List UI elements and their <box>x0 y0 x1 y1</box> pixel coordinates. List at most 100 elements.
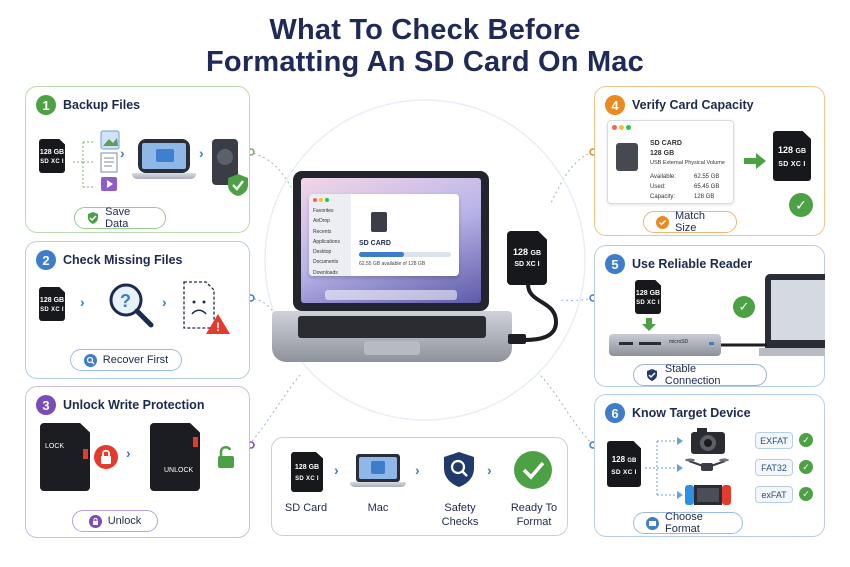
step-header: 5 Use Reliable Reader <box>605 254 752 274</box>
trackpad <box>364 341 420 355</box>
card-reader-icon: microSD <box>609 334 721 356</box>
cap-row-label: Capacity: <box>650 194 676 200</box>
step-header: 4 Verify Card Capacity <box>605 95 754 115</box>
flow-label-sd-card: SD Card <box>284 502 328 514</box>
svg-text:?: ? <box>120 291 131 311</box>
missing-file-icon: ! <box>183 281 230 334</box>
finder-window: Favorites AirDrop Recents Applications D… <box>309 194 459 276</box>
arrow-icon: › <box>334 462 339 478</box>
camera-icon <box>691 428 725 454</box>
arrow-right-icon <box>744 153 766 169</box>
finder-sidebar-item[interactable]: Desktop <box>313 249 332 256</box>
title-line-1: What To Check Before <box>269 14 581 46</box>
pill-label: Recover First <box>102 354 169 366</box>
sd-card-icon: 128 GB SD XC I <box>39 139 65 173</box>
finder-sidebar-item[interactable]: Downloads <box>313 269 338 276</box>
step-header: 3 Unlock Write Protection <box>36 395 204 415</box>
check-icon: ✓ <box>799 487 813 501</box>
finder-sidebar-item[interactable]: AirDrop <box>313 218 330 225</box>
choose-format-pill[interactable]: Choose Format <box>633 511 743 535</box>
check-icon <box>656 215 669 229</box>
branch-lines <box>645 437 683 499</box>
format-tag: exFAT <box>755 486 793 503</box>
laptop-icon <box>356 454 400 482</box>
drive-icon <box>616 143 638 171</box>
check-icon: ✓ <box>799 460 813 474</box>
cap-row-value: 62.55 GB <box>694 174 720 180</box>
finder-sidebar-item[interactable]: Recents <box>313 228 332 235</box>
ready-check-icon <box>514 451 552 489</box>
sd-card-icon: 128 GB SD XC I <box>635 280 661 314</box>
save-data-pill: Save Data <box>74 206 166 230</box>
step-title: Know Target Device <box>632 406 751 420</box>
flow-label-mac: Mac <box>367 502 389 514</box>
step-number: 6 <box>605 403 625 423</box>
dock <box>325 290 457 300</box>
sd-card-locked: LOCK <box>40 423 90 491</box>
step-card-missing-files: 2 Check Missing Files 128 GB SD XC I › ?… <box>25 241 250 379</box>
step-header: 1 Backup Files <box>36 95 140 115</box>
arrow-icon: › <box>80 294 85 310</box>
arrow-icon: › <box>126 445 131 461</box>
sd-volume-icon <box>371 212 387 232</box>
pill-label: Match Size <box>675 210 705 234</box>
pill-label: Save Data <box>105 206 131 230</box>
laptop-base <box>350 482 406 487</box>
shield-check-icon <box>646 369 659 382</box>
magnifier-question-icon: ? <box>109 283 154 328</box>
finder-sidebar-item[interactable]: Documents <box>313 259 339 266</box>
cap-row-value: 65.45 GB <box>694 184 720 190</box>
step-number: 5 <box>605 254 625 274</box>
shield-check-icon <box>228 174 248 196</box>
step-card-reader: 5 Use Reliable Reader 128 GB SD XC I mic… <box>594 245 825 387</box>
laptop-display: Favorites AirDrop Recents Applications D… <box>301 178 481 303</box>
step-title: Use Reliable Reader <box>632 257 753 271</box>
step-header: 2 Check Missing Files <box>36 250 182 270</box>
lock-label: LOCK <box>45 443 65 450</box>
recover-first-pill: Recover First <box>70 349 182 371</box>
stable-connection-pill: Stable Connection <box>633 363 767 387</box>
shield-check-icon <box>87 212 99 225</box>
step-title: Check Missing Files <box>63 253 183 267</box>
center-laptop-base <box>272 311 512 362</box>
step-card-backup: 1 Backup Files 128 GB SD XC I › › Save D… <box>25 86 250 233</box>
format-tag: FAT32 <box>755 459 793 476</box>
step-title: Unlock Write Protection <box>63 398 205 412</box>
center-sd-card: 128 GB SD XC I <box>507 231 547 285</box>
match-size-pill: Match Size <box>643 210 737 234</box>
center-laptop: Favorites AirDrop Recents Applications D… <box>293 171 489 311</box>
sd-card-icon: 128 GB SD XC I <box>291 452 323 492</box>
cap-row-label: Used: <box>650 184 666 190</box>
arrow-down-icon <box>642 318 656 331</box>
svg-text:!: ! <box>216 320 220 334</box>
step-card-unlock: 3 Unlock Write Protection LOCK › UNLOCK … <box>25 386 250 538</box>
lock-icon <box>88 514 102 528</box>
game-console-icon <box>685 485 731 505</box>
step-number: 1 <box>36 95 56 115</box>
locked-icon <box>94 445 118 469</box>
step-title: Verify Card Capacity <box>632 98 754 112</box>
usb-cable <box>721 343 767 347</box>
check-icon: ✓ <box>799 433 813 447</box>
keyboard <box>298 316 486 338</box>
unlocked-icon <box>218 446 234 468</box>
drone-icon <box>685 458 729 471</box>
file-types-icon <box>73 130 120 191</box>
step-number: 4 <box>605 95 625 115</box>
title-line-2: Formatting An SD Card On Mac <box>206 46 644 78</box>
volume-name: SD CARD <box>359 240 391 247</box>
laptop-icon <box>138 139 190 173</box>
arrow-icon: › <box>487 462 492 478</box>
cap-kind: USB External Physical Volume <box>650 160 725 166</box>
arrow-icon: › <box>199 145 204 161</box>
sd-card-icon: 128 GB SD XC I <box>773 131 811 181</box>
search-icon <box>83 353 97 367</box>
finder-sidebar-item[interactable]: Applications <box>313 238 340 245</box>
pill-label: Choose Format <box>665 511 703 535</box>
sd-card-icon: 128 GB SD XC I <box>607 441 641 487</box>
unlock-pill: Unlock <box>72 510 158 532</box>
finder-sidebar: Favorites AirDrop Recents Applications D… <box>313 206 340 278</box>
cap-row-value: 128 GB <box>694 194 715 200</box>
